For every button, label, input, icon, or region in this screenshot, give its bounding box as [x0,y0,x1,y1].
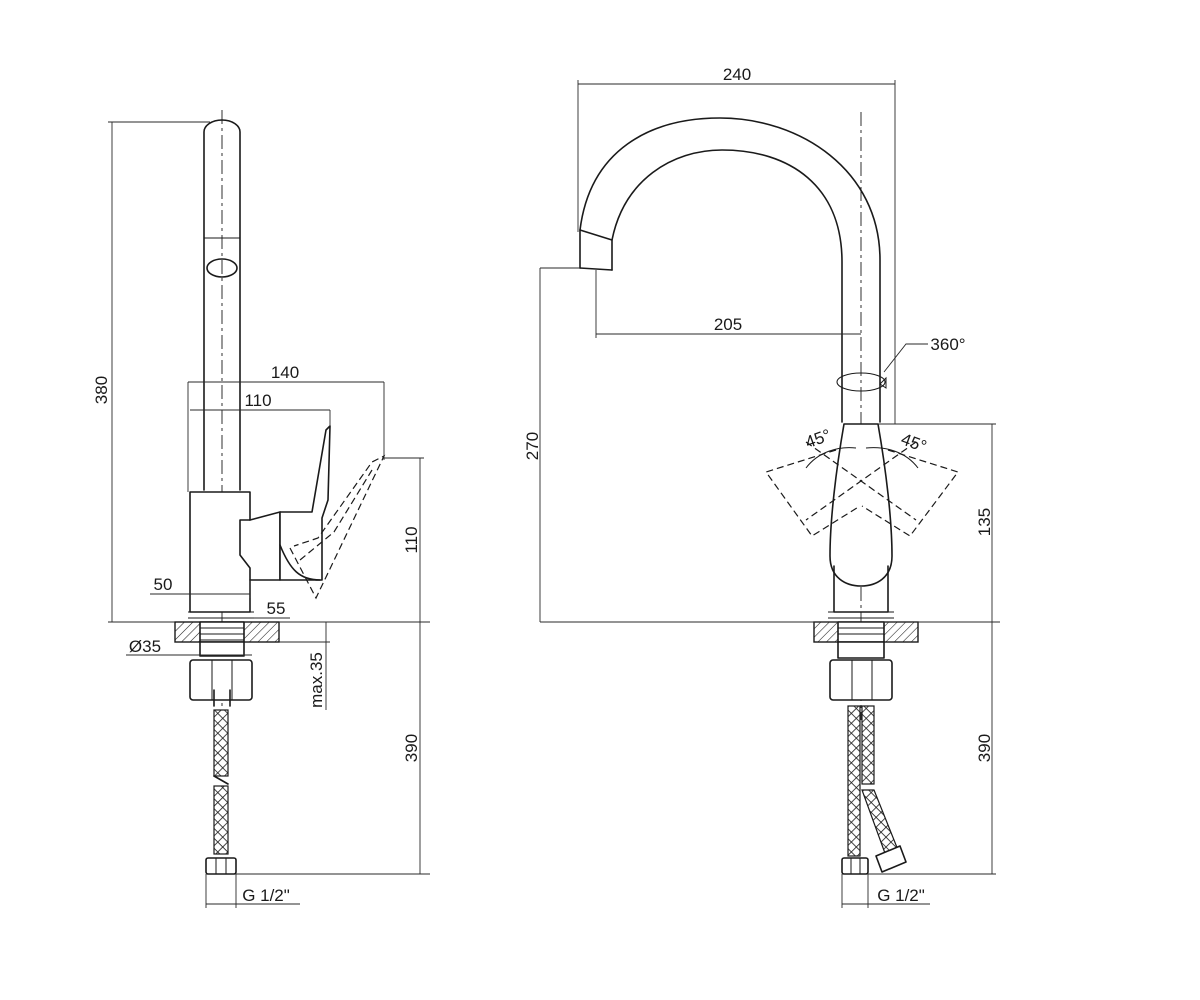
front-threaded-shank [837,621,885,643]
front-hose-fitting-2 [875,845,907,873]
front-hose-fitting-1 [841,857,869,875]
side-threaded-shank [199,621,245,643]
label-50: 50 [154,575,173,594]
label-110-vertical: 110 [402,526,421,553]
label-g12-front: G 1/2" [877,886,925,905]
front-spout-inner [611,149,843,423]
label-380: 380 [92,376,111,404]
side-hose-lower [213,785,229,855]
side-lever-rotated [289,454,386,600]
side-body-joint [249,511,281,581]
label-270: 270 [523,432,542,460]
side-hose-break [213,775,229,785]
front-mounting-nut [829,659,893,701]
front-shank-lower [837,641,885,659]
label-240: 240 [723,65,751,84]
front-angle-arc-left [805,447,857,469]
label-135: 135 [975,508,994,536]
label-390-side: 390 [402,734,421,762]
front-swivel-arrow [836,372,886,392]
front-lever-swing-right [861,449,959,537]
front-spout-outer [579,117,881,423]
side-lever-rotated-inner [299,469,373,561]
front-hose-2-lower [861,789,899,857]
side-lever [279,425,331,581]
label-110-horizontal: 110 [244,391,271,410]
front-hose-2-upper [861,705,875,785]
label-max35: max.35 [307,652,326,708]
label-45-right: 45° [899,430,930,457]
label-390-front: 390 [975,734,994,762]
label-55: 55 [267,599,286,618]
front-swivel-leader [883,343,928,373]
front-view: 240 205 270 360° 45° 45° 135 390 G 1/2" [523,65,1000,908]
front-spout-tip-line [579,229,613,241]
side-lever-curve [279,544,321,581]
front-angle-arc-right [865,447,919,469]
label-205: 205 [714,315,742,334]
side-mounting-nut [189,659,253,701]
label-140: 140 [271,363,299,382]
label-45-left: 45° [803,426,834,453]
front-lever-diag-2 [805,441,917,521]
label-360: 360° [930,335,965,354]
front-lever-swing-left [765,449,861,537]
side-spout-aerator [206,258,238,278]
side-shank-lower [199,641,245,657]
front-hose-1 [847,705,861,857]
side-hose-upper [213,709,229,777]
front-spout-tip [579,267,613,271]
side-view: 380 140 110 50 55 110 Ø35 max.35 390 G 1… [92,110,430,908]
label-dia35: Ø35 [129,637,161,656]
front-body [829,423,893,587]
label-g12-side: G 1/2" [242,886,290,905]
side-hose-fitting [205,857,237,875]
front-swivel-arrowhead [879,376,887,389]
